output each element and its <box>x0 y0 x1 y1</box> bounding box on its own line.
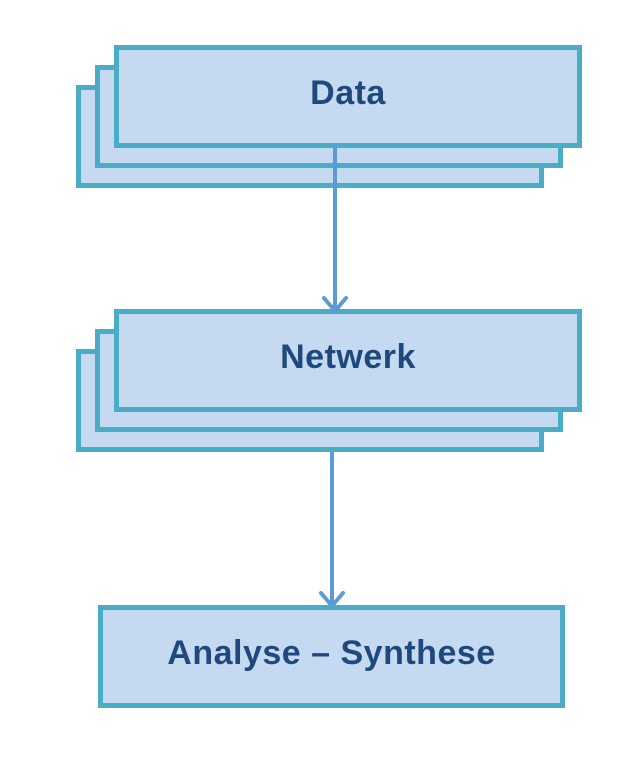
node-netwerk: Netwerk <box>76 309 582 452</box>
node-label-analyse-synthese: Analyse – Synthese <box>167 634 496 672</box>
stack-layer-front: Data <box>114 45 582 148</box>
connector-data-to-netwerk <box>317 145 353 317</box>
node-analyse-synthese: Analyse – Synthese <box>98 605 565 708</box>
down-arrow-icon <box>322 145 348 313</box>
node-label-data: Data <box>310 74 386 112</box>
arrow-head <box>322 296 348 313</box>
node-data: Data <box>76 45 582 188</box>
stack-layer-front: Netwerk <box>114 309 582 412</box>
node-label-netwerk: Netwerk <box>280 338 416 376</box>
